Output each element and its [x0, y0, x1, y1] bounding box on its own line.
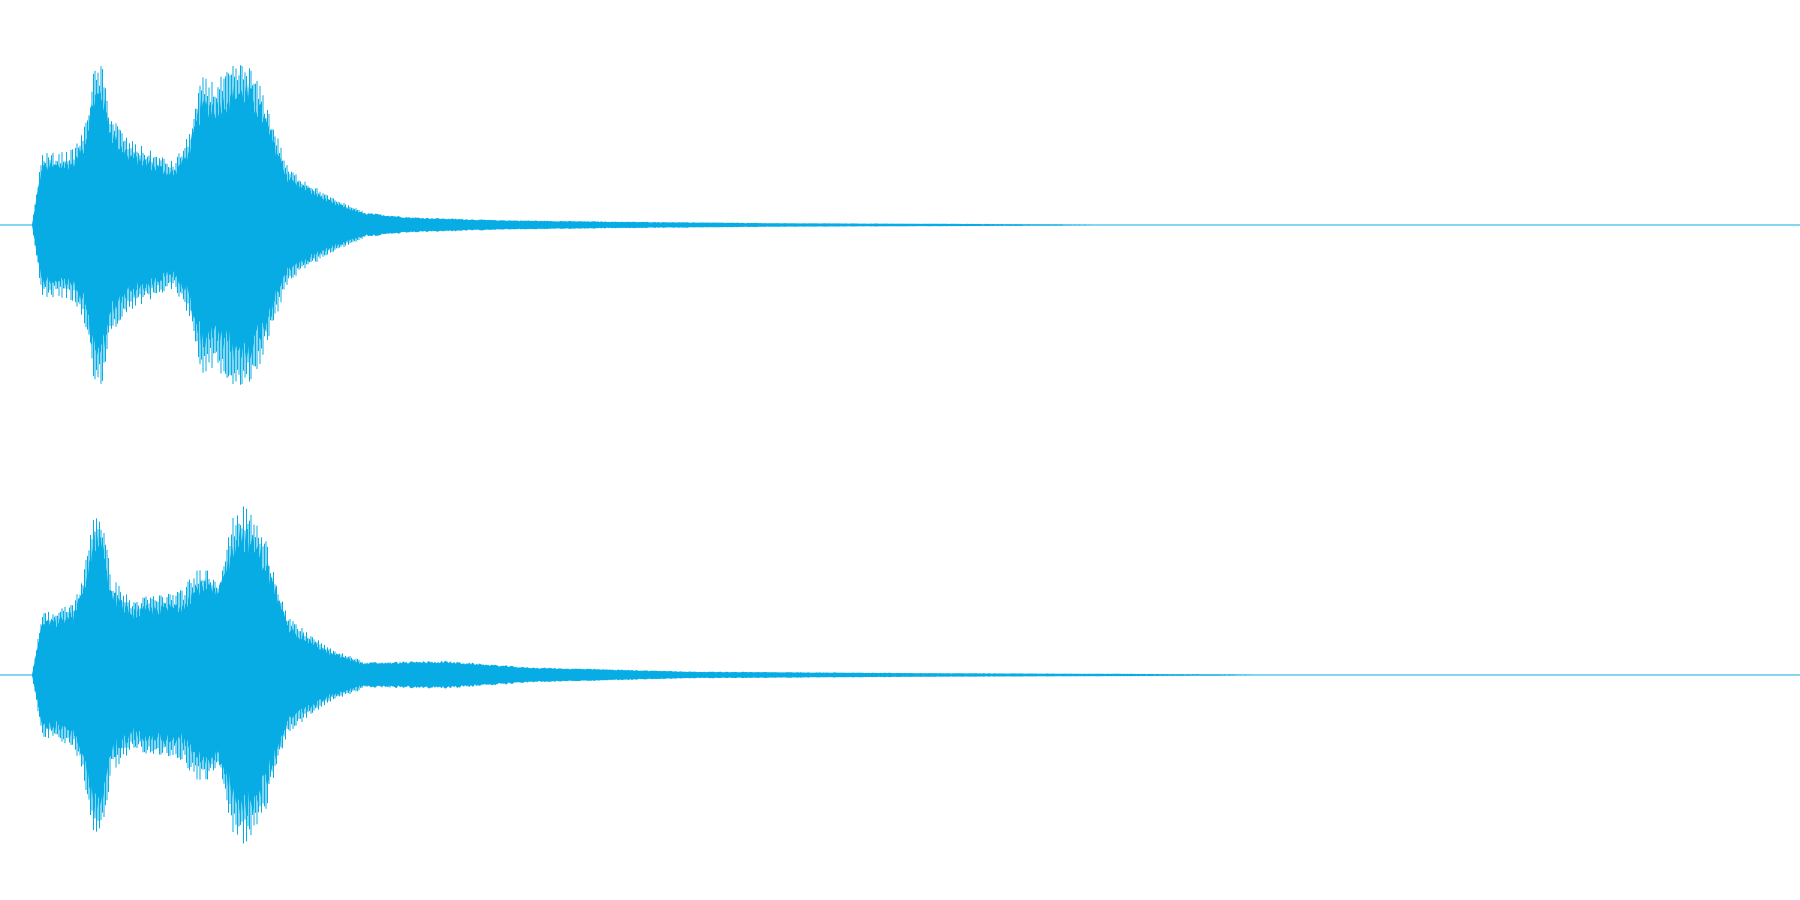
channel-1-transients [33, 65, 363, 385]
channel-1-envelope [32, 82, 1187, 363]
channel-1-waveform [32, 65, 1187, 385]
channel-2-waveform [32, 506, 1352, 844]
channel-2-envelope [32, 528, 1352, 818]
channel-2-transients [33, 506, 363, 844]
